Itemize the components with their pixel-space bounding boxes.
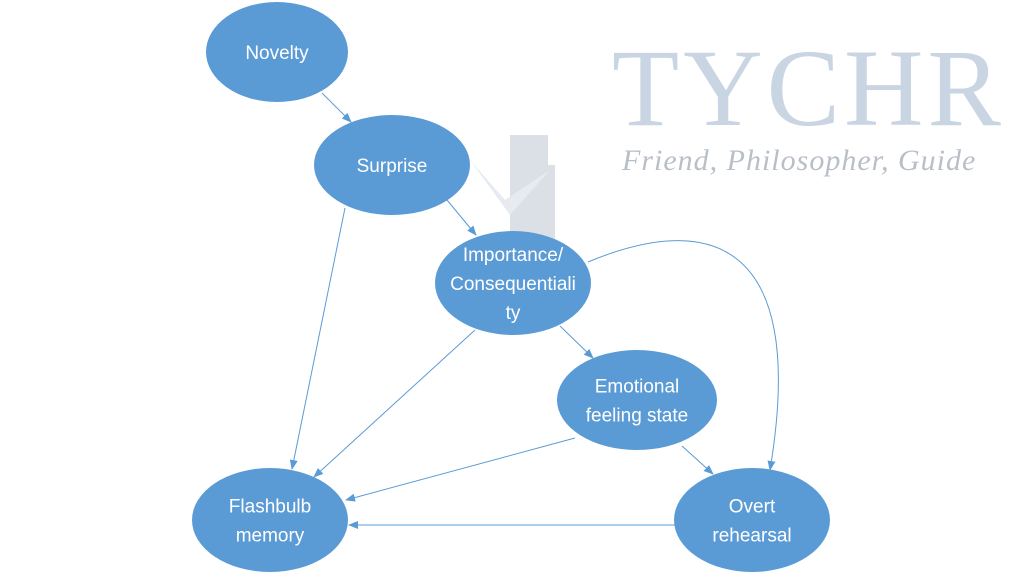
node-label: Surprise	[357, 156, 428, 177]
node-ellipse	[435, 231, 591, 335]
node-surprise: Surprise	[314, 115, 470, 215]
node-label: ty	[506, 303, 521, 324]
nodes: NoveltySurpriseImportance/Consequentiali…	[192, 2, 830, 572]
edge-emotional-to-overt	[681, 445, 714, 475]
node-ellipse	[314, 115, 470, 215]
watermark-text: TYCHR Friend, Philosopher, Guide	[612, 27, 1005, 177]
node-importance: Importance/Consequentiali ty	[435, 231, 591, 335]
node-label: memory	[236, 526, 305, 547]
edge-surprise-to-importance	[446, 199, 477, 236]
edge-importance-to-overt	[587, 240, 779, 471]
edge-importance-to-flashbulb	[313, 329, 476, 478]
node-label: Flashbulb	[229, 497, 311, 518]
node-novelty: Novelty	[206, 2, 348, 102]
edge-novelty-to-surprise	[321, 92, 352, 123]
node-ellipse	[206, 2, 348, 102]
edge-importance-to-emotional	[559, 325, 594, 359]
node-label: Emotional	[595, 377, 680, 398]
node-label: Importance/	[463, 245, 564, 266]
edge-surprise-to-flashbulb	[289, 207, 346, 470]
node-overt: Overt rehearsal	[674, 468, 830, 572]
watermark-cross-icon	[510, 135, 555, 245]
watermark-check-icon	[470, 160, 550, 215]
node-emotional: Emotional feeling state	[557, 350, 717, 450]
edges	[289, 92, 779, 529]
node-label: Consequentiali	[450, 274, 576, 295]
node-label: rehearsal	[712, 526, 791, 547]
watermark-title: TYCHR	[612, 27, 1005, 149]
node-ellipse	[557, 350, 717, 450]
node-ellipse	[192, 468, 348, 572]
node-label: Overt	[729, 497, 776, 518]
node-ellipse	[674, 468, 830, 572]
watermark-logo	[470, 135, 555, 245]
node-label: feeling state	[586, 406, 688, 427]
edge-emotional-to-flashbulb	[345, 437, 576, 502]
watermark-tagline: Friend, Philosopher, Guide	[621, 144, 976, 177]
node-label: Novelty	[245, 43, 309, 64]
node-flashbulb: Flashbulb memory	[192, 468, 348, 572]
